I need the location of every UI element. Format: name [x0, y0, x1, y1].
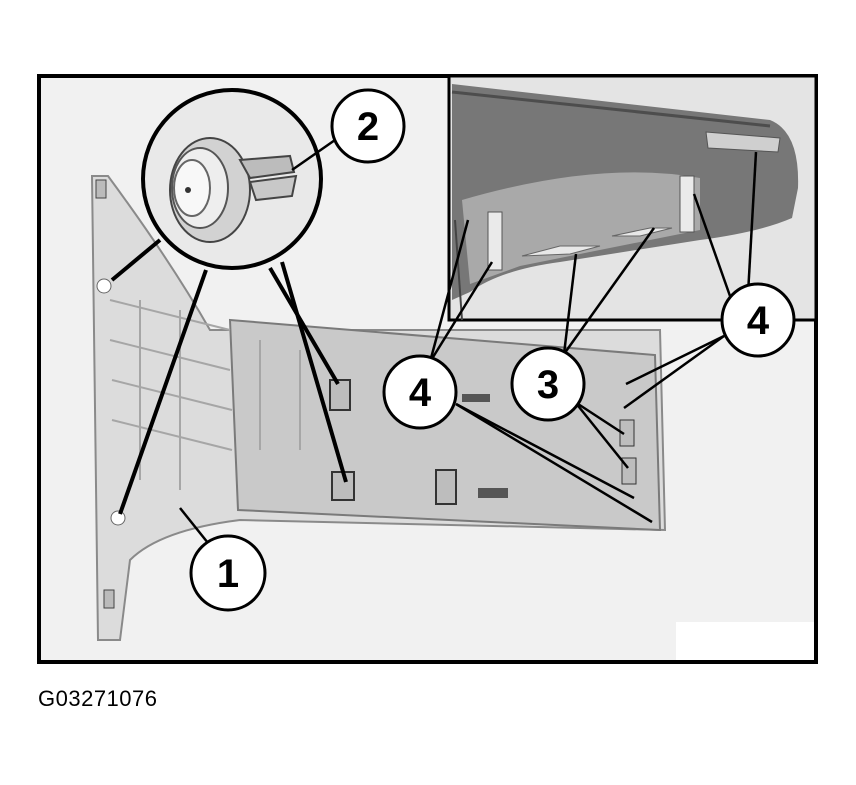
inset-cover-top-edge: [451, 90, 771, 128]
magnifier-detail: [110, 88, 348, 515]
panel-pin-bottom: [110, 510, 126, 526]
panel-clip-1: [329, 379, 351, 411]
callout-4-left-label: 4: [409, 371, 432, 415]
inset-tab-left: [487, 211, 503, 271]
clip-barb: [248, 174, 298, 202]
inset-clip-b: [611, 227, 673, 237]
callout-3-label: 3: [537, 363, 559, 407]
leader-lines: [179, 138, 758, 549]
clip-shank: [238, 154, 296, 180]
callout-2: 2: [330, 88, 406, 164]
callout-3: 3: [510, 346, 586, 422]
panel-clip-top: [95, 179, 107, 199]
inset-tab-right: [679, 175, 695, 233]
panel-pin-top: [96, 278, 112, 294]
callout-1: 1: [189, 534, 267, 612]
panel-clip-4: [478, 488, 508, 498]
panel-clip-bottom: [103, 589, 115, 609]
panel-clip-5: [462, 394, 490, 402]
inset-clip-top: [705, 131, 781, 153]
inset-panel: [447, 74, 818, 322]
figure-id-caption: G03271076: [38, 686, 158, 711]
panel-clip-6: [619, 419, 635, 447]
panel-ribs: [109, 299, 301, 490]
callout-1-label: 1: [217, 552, 239, 596]
inset-cover-inner: [462, 172, 700, 284]
panel-clip-3: [435, 469, 457, 505]
callout-4-right-label: 4: [747, 299, 770, 343]
callout-4-left: 4: [382, 354, 458, 430]
bottom-right-blank: [676, 622, 814, 660]
callout-2-label: 2: [357, 105, 379, 149]
inset-clip-a: [521, 245, 601, 257]
callout-4-right: 4: [720, 282, 796, 358]
clip-head-inner: [173, 159, 211, 217]
